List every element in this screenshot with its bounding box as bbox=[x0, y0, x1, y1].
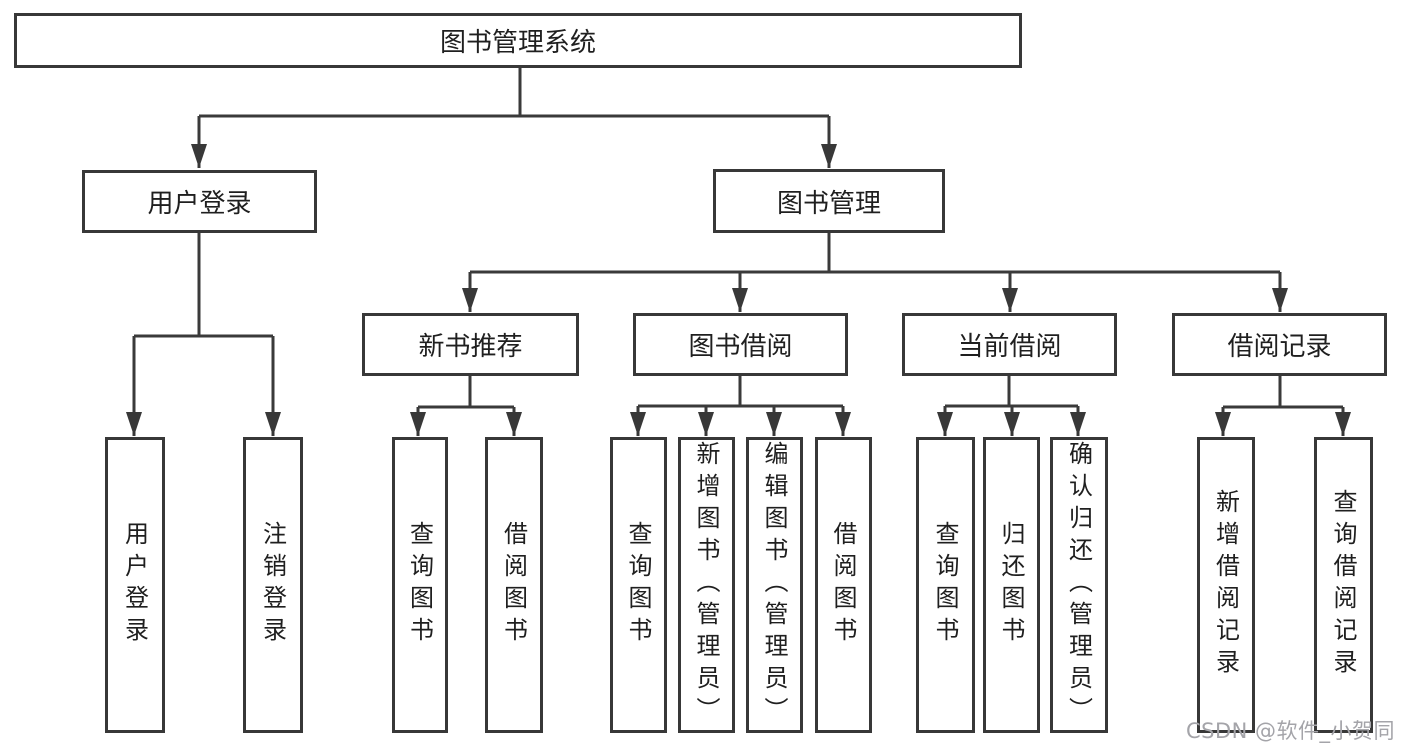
node-current-borrowing: 当前借阅 bbox=[902, 313, 1117, 376]
node-book-management: 图书管理 bbox=[713, 169, 945, 233]
leaf-confirm-return-admin: 确认归还（管理员） bbox=[1050, 437, 1108, 733]
leaf-add-books-admin: 新增图书（管理员） bbox=[678, 437, 735, 733]
leaf-query-borrow-record: 查询借阅记录 bbox=[1314, 437, 1373, 733]
node-book-borrowing: 图书借阅 bbox=[633, 313, 848, 376]
leaf-return-books: 归还图书 bbox=[983, 437, 1040, 733]
leaf-borrow-books-borrowing: 借阅图书 bbox=[815, 437, 872, 733]
leaf-borrow-books-recommend: 借阅图书 bbox=[485, 437, 543, 733]
node-library-management-system: 图书管理系统 bbox=[14, 13, 1022, 68]
node-user-login-group: 用户登录 bbox=[82, 170, 317, 233]
leaf-add-borrow-record: 新增借阅记录 bbox=[1197, 437, 1255, 733]
leaf-logout-login: 注销登录 bbox=[243, 437, 303, 733]
leaf-user-login: 用户登录 bbox=[105, 437, 165, 733]
leaf-edit-books-admin: 编辑图书（管理员） bbox=[746, 437, 803, 733]
leaf-query-books-current: 查询图书 bbox=[916, 437, 975, 733]
csdn-watermark: CSDN @软件_小贺同学 bbox=[1186, 719, 1396, 743]
node-new-book-recommendation: 新书推荐 bbox=[362, 313, 579, 376]
node-borrowing-records: 借阅记录 bbox=[1172, 313, 1387, 376]
leaf-query-books-recommend: 查询图书 bbox=[392, 437, 448, 733]
leaf-query-books-borrowing: 查询图书 bbox=[610, 437, 667, 733]
